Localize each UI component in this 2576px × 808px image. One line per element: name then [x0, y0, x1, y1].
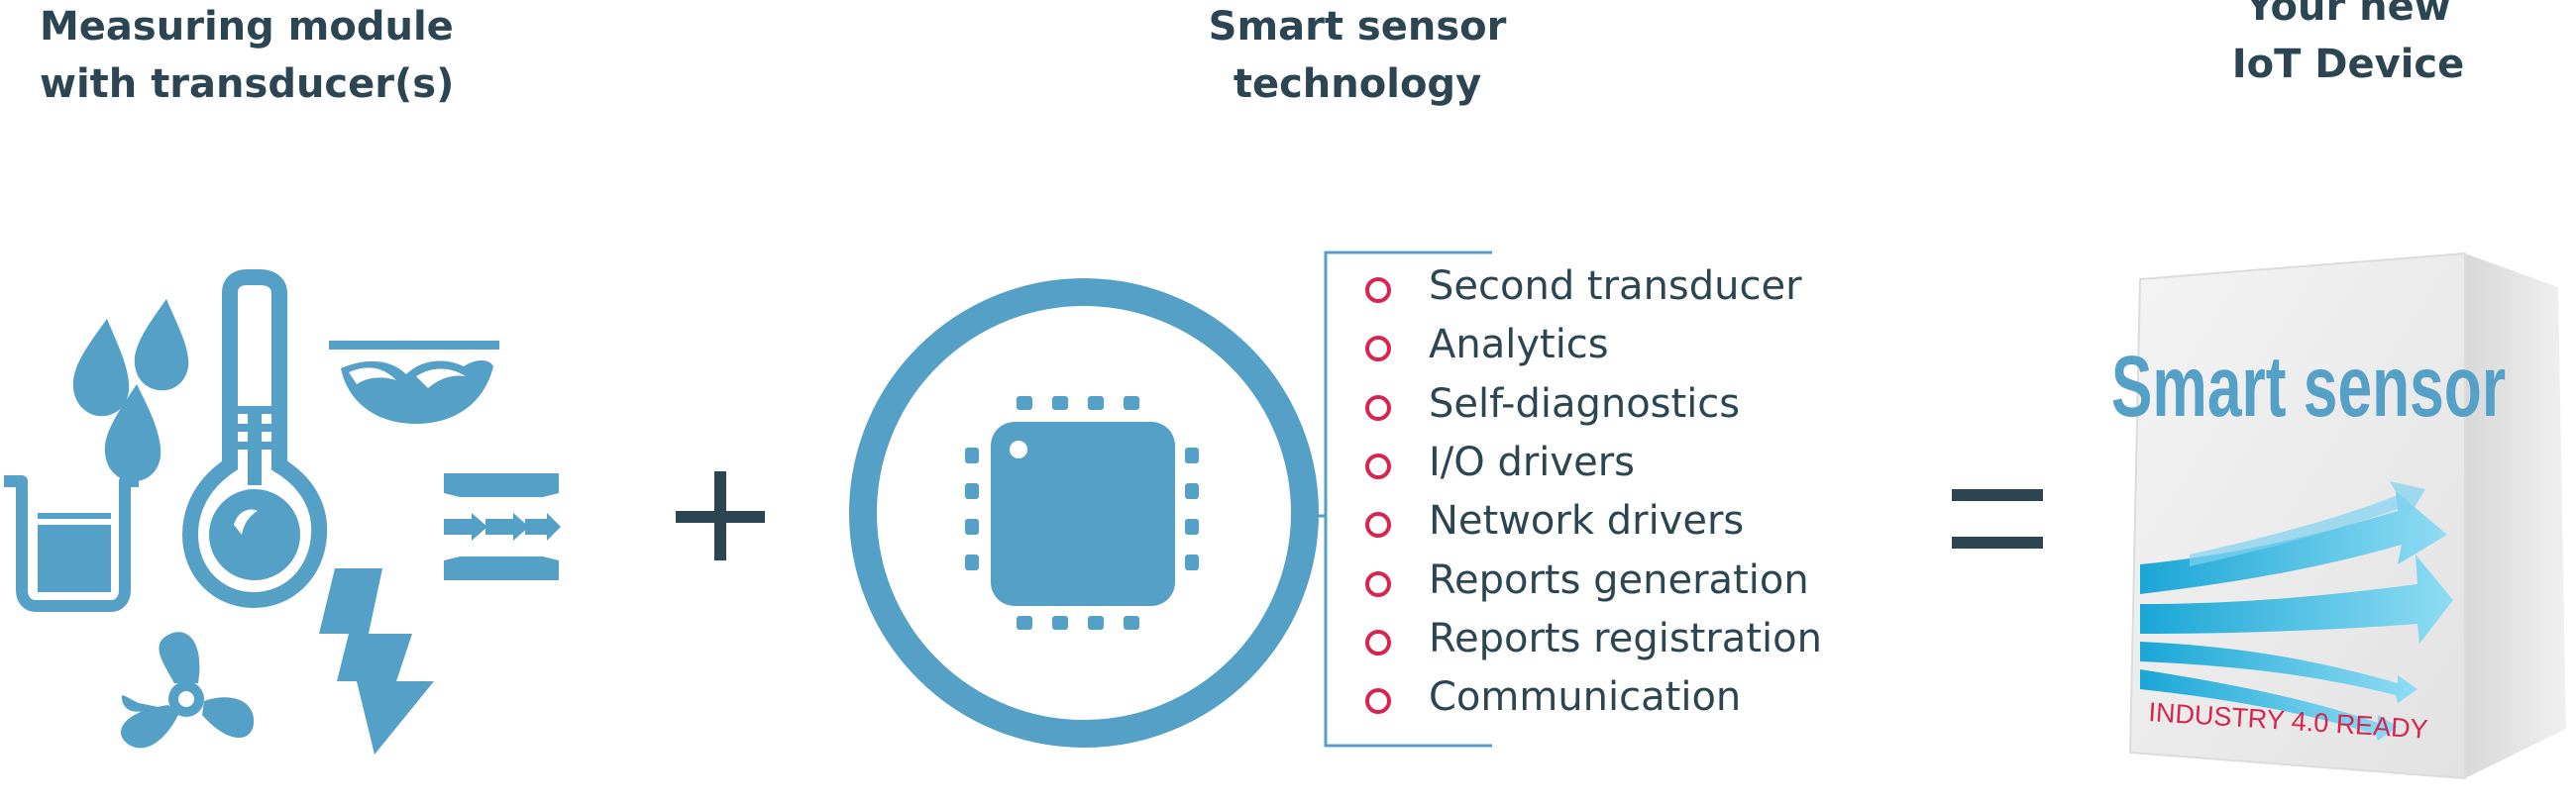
- feature-item: Communication: [1429, 672, 1741, 722]
- equals-operator: [1952, 489, 2043, 549]
- water-drops-icon: [73, 299, 188, 481]
- bullet-icon: [1365, 688, 1391, 714]
- product-box-icon: Smart sensor INDUSTRY 4.0 READY: [2111, 253, 2566, 778]
- bullet-icon: [1365, 630, 1391, 656]
- microchip-icon: [863, 292, 1305, 734]
- feature-item: Second transducer: [1429, 261, 1802, 311]
- thermometer-icon: [190, 277, 319, 600]
- fan-icon: [121, 632, 254, 748]
- plus-operator: [676, 471, 765, 560]
- bullet-icon: [1365, 512, 1391, 538]
- feature-item: Network drivers: [1429, 496, 1744, 546]
- bullet-icon: [1365, 277, 1391, 303]
- bullet-icon: [1365, 571, 1391, 597]
- feature-item: Reports generation: [1429, 556, 1809, 605]
- flow-pipe-icon: [444, 473, 561, 580]
- bullet-icon: [1365, 454, 1391, 479]
- beaker-icon: [4, 481, 139, 606]
- product-box-title: Smart sensor: [2111, 339, 2506, 436]
- lightning-icon: [319, 568, 434, 755]
- feature-item: I/O drivers: [1429, 438, 1635, 487]
- feature-item: Self-diagnostics: [1429, 379, 1740, 429]
- wave-icon: [329, 341, 499, 424]
- feature-item: Reports registration: [1429, 614, 1822, 663]
- bullet-icon: [1365, 395, 1391, 421]
- feature-item: Analytics: [1429, 320, 1609, 369]
